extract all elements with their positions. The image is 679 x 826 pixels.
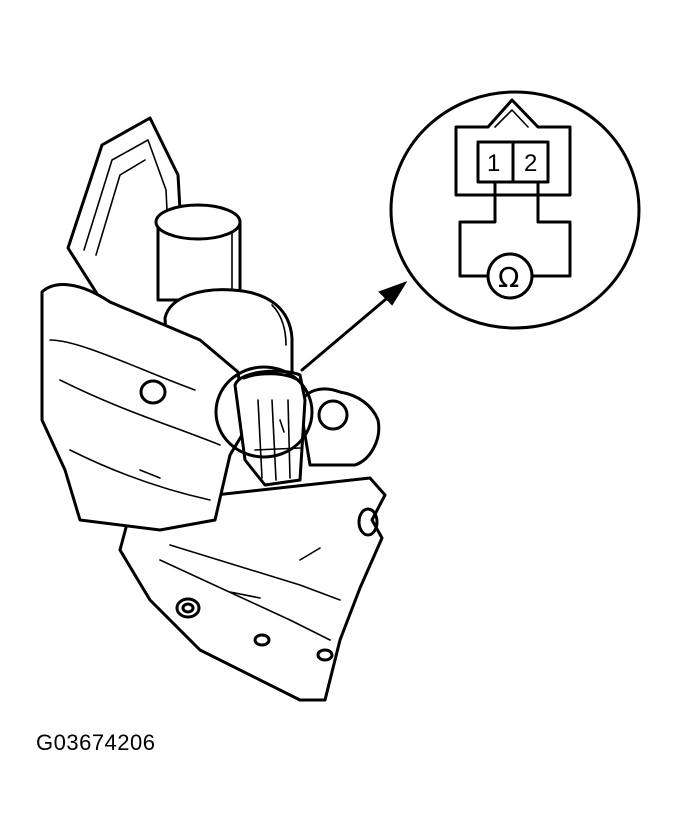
ohmmeter-leads	[458, 180, 572, 278]
pin-1-label: 1	[487, 150, 500, 177]
ohmmeter-symbol: Ω	[486, 252, 534, 300]
ohm-icon: Ω	[498, 261, 519, 294]
connector-highlight-circle	[214, 365, 314, 459]
pin-2-label: 2	[524, 150, 537, 177]
front-clamp-bracket	[40, 283, 247, 532]
callout-arrow	[300, 281, 408, 372]
valve-port-cylinder	[154, 203, 242, 302]
connector-face: 1 2	[454, 98, 572, 197]
magnified-connector-view: 1 2 Ω	[389, 90, 641, 330]
lower-mounting-bracket	[118, 476, 387, 702]
solenoid-connector	[233, 369, 307, 487]
figure-code: G03674206	[36, 730, 156, 755]
